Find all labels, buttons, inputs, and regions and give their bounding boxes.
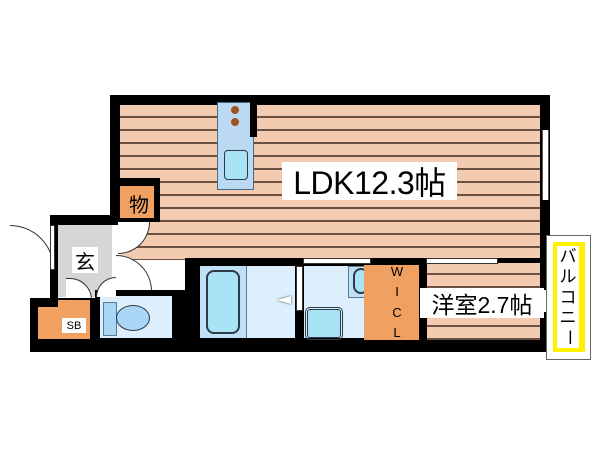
balcony-char: バ: [559, 247, 577, 266]
ldk-label: LDK12.3帖: [282, 162, 457, 201]
balcony-char: ル: [559, 267, 577, 287]
walk-in-closet-lower: [364, 308, 419, 340]
front-door[interactable]: [10, 225, 54, 269]
kitchen-partition: [250, 102, 257, 137]
entrance-label: 玄: [72, 247, 98, 274]
front-door-leaf: [50, 225, 55, 270]
wall-right: [540, 95, 550, 350]
western-room-sliding-door[interactable]: [426, 258, 498, 264]
washing-machine-icon: [305, 307, 343, 340]
wic-label: W I C L: [386, 265, 408, 339]
kitchen-counter[interactable]: [217, 102, 254, 190]
western-wall-top-right: [498, 258, 540, 263]
ldk-door[interactable]: [116, 255, 152, 291]
balcony-char: ニ: [559, 307, 577, 327]
shoebox-closet-upper: [58, 300, 90, 310]
stove-burner-icon: [231, 118, 239, 126]
toilet-bowl-icon: [116, 305, 150, 331]
stove-burner-icon: [231, 106, 239, 114]
entrance-wall-top: [50, 215, 120, 225]
toilet-tank: [103, 302, 117, 336]
storage-label: 物: [129, 194, 149, 217]
balcony-char: ー: [559, 329, 578, 346]
wall-left-upper: [110, 95, 120, 220]
balcony-label: バ ル コ ニ ー: [557, 246, 579, 348]
bathtub-icon: [206, 270, 240, 334]
ldk-window: [542, 130, 549, 200]
wic-char-i: I: [395, 284, 399, 300]
wall-top: [110, 95, 550, 105]
balcony-char: コ: [559, 287, 577, 307]
shower-icon: [277, 296, 291, 304]
wic-char-l: L: [393, 324, 401, 340]
wic-char-c: C: [392, 304, 402, 320]
bathroom-divider: [246, 266, 247, 338]
wic-char-w: W: [390, 264, 404, 279]
sink-icon: [224, 150, 248, 180]
bath-door[interactable]: [296, 266, 303, 311]
storage-closet[interactable]: [120, 186, 154, 218]
washroom-sliding-door[interactable]: [303, 258, 371, 264]
shoebox-label: SB: [62, 318, 86, 333]
western-room-label: 洋室2.7帖: [420, 288, 544, 318]
